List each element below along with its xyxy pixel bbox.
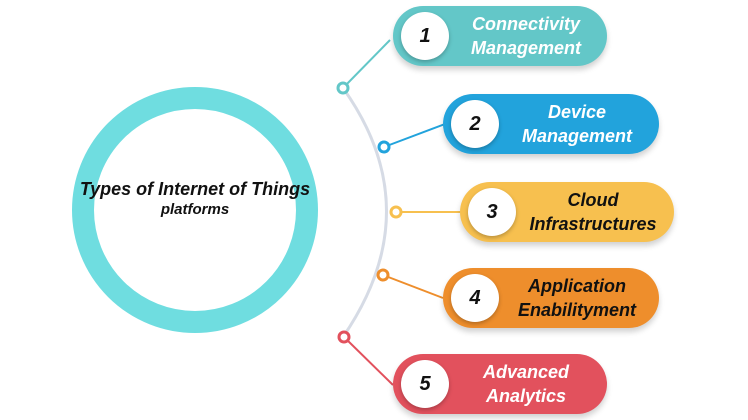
item-label-4-line2: Enabilityment [517, 300, 637, 320]
connector-dot-3 [389, 205, 403, 219]
item-pill-5: 5 Advanced Analytics [393, 354, 607, 414]
item-label-5: Advanced Analytics [455, 354, 597, 414]
item-label-2-line1: Device [547, 102, 607, 122]
connector-dot-5 [337, 330, 351, 344]
connector-dot-2 [377, 140, 391, 154]
item-pill-3: 3 Cloud Infrastructures [460, 182, 674, 242]
center-title: Types of Internet of Things platforms [70, 178, 320, 220]
item-number-badge-2: 2 [451, 100, 499, 148]
connector-2 [383, 123, 446, 148]
item-label-4-line1: Application [528, 276, 626, 296]
item-number-badge-3: 3 [468, 188, 516, 236]
item-pill-2: 2 Device Management [443, 94, 659, 154]
item-label-3-line2: Infrastructures [529, 214, 657, 234]
item-label-5-line1: Advanced [482, 362, 570, 382]
connector-dot-4 [376, 268, 390, 282]
item-label-2-line2: Management [521, 126, 633, 146]
item-label-4: Application Enabilityment [505, 268, 649, 328]
center-title-line2: platforms [160, 201, 230, 218]
item-label-3-line1: Cloud [567, 190, 619, 210]
item-label-1: Connectivity Management [455, 6, 597, 66]
connector-5 [343, 336, 394, 386]
item-pill-1: 1 Connectivity Management [393, 6, 607, 66]
item-label-1-line1: Connectivity [471, 14, 581, 34]
item-label-5-line2: Analytics [485, 386, 567, 406]
item-pill-4: 4 Application Enabilityment [443, 268, 659, 328]
center-ring [72, 87, 318, 333]
item-label-1-line2: Management [470, 38, 582, 58]
item-number-badge-1: 1 [401, 12, 449, 60]
connector-4 [382, 274, 444, 299]
connector-dot-1 [336, 81, 350, 95]
item-label-3: Cloud Infrastructures [522, 182, 664, 242]
item-number-badge-4: 4 [451, 274, 499, 322]
item-number-badge-5: 5 [401, 360, 449, 408]
guide-arc [341, 87, 388, 338]
connector-1 [342, 39, 391, 89]
center-title-line1: Types of Internet of Things [79, 179, 311, 199]
item-label-2: Device Management [505, 94, 649, 154]
